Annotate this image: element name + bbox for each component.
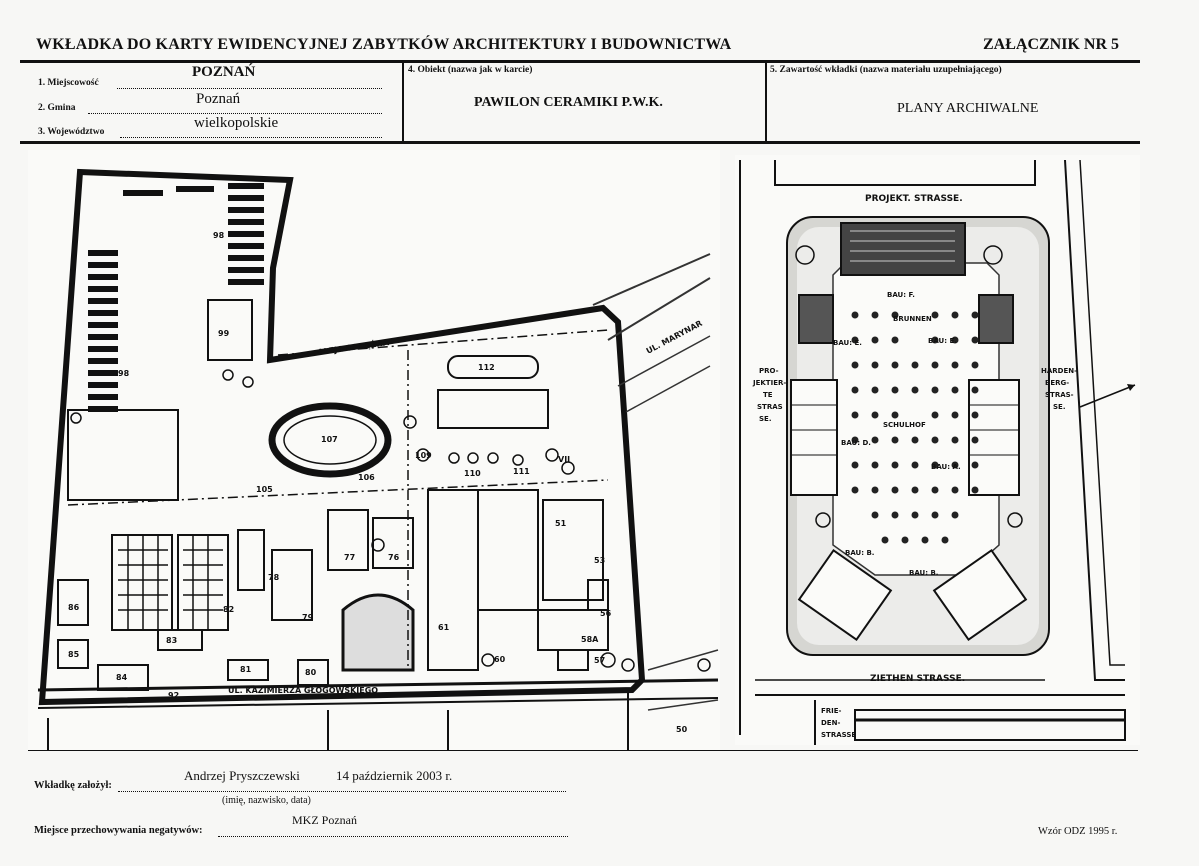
label-VII: VII <box>558 455 570 464</box>
label-kazimierza: UL. KAZIMIERZA GŁOGOWSKIEGO <box>228 686 378 695</box>
label-bau-a: BAU: A. <box>931 463 961 471</box>
miejscowosc-dots <box>117 88 382 89</box>
label-projektierte-3: TE <box>763 391 773 399</box>
miejscowosc-value: POZNAŃ <box>192 64 256 80</box>
zalozyl-name: Andrzej Pryszczewski <box>184 768 300 783</box>
label-bau-d: BAU: D. <box>841 439 871 447</box>
zawartosc-label: 5. Zawartość wkładki (nazwa materiału uz… <box>770 65 1002 75</box>
annex-number: ZAŁĄCZNIK NR 5 <box>983 36 1120 53</box>
label-51: 51 <box>555 519 567 528</box>
label-98b: 98 <box>118 369 130 378</box>
label-bau-b2: BAU: B. <box>909 569 938 577</box>
label-projektierte-5: SE. <box>759 415 771 423</box>
label-53: 53 <box>594 556 605 565</box>
label-58a: 58A <box>581 635 599 644</box>
label-frieden-3: STRASSE <box>821 731 856 739</box>
miejscowosc-label: 1. Miejscowość <box>38 78 99 88</box>
label-76: 76 <box>388 553 400 562</box>
label-112: 112 <box>478 363 495 372</box>
map-bottom-rule <box>28 750 1138 751</box>
label-78: 78 <box>268 573 280 582</box>
label-92: 92 <box>168 691 179 700</box>
left-site-plan: ALEJA OKRĘŻNA UL. KAZIMIERZA GŁOGOWSKIEG… <box>28 150 720 750</box>
label-projektierte-1: PRO- <box>759 367 779 375</box>
label-85: 85 <box>68 650 80 659</box>
label-84: 84 <box>116 673 128 682</box>
form-title: WKŁADKA DO KARTY EWIDENCYJNEJ ZABYTKÓW A… <box>36 36 732 53</box>
label-projektierte-4: STRAS <box>757 403 783 411</box>
gmina-label: 2. Gmina <box>38 103 76 113</box>
negatywy-value: MKZ Poznań <box>292 813 357 827</box>
label-110: 110 <box>464 469 481 478</box>
label-80: 80 <box>305 668 317 677</box>
label-hardenberg-3: STRAS- <box>1045 391 1074 399</box>
wojewodztwo-label: 3. Województwo <box>38 127 105 137</box>
label-106: 106 <box>358 473 375 482</box>
label-ziethen-strasse: ZIETHEN STRASSE. <box>870 674 965 684</box>
label-frieden-2: DEN- <box>821 719 840 727</box>
label-hardenberg-4: SE. <box>1053 403 1065 411</box>
label-57: 57 <box>594 656 605 665</box>
zawartosc-value: PLANY ARCHIWALNE <box>897 101 1039 116</box>
label-60: 60 <box>494 655 506 664</box>
label-79: 79 <box>302 613 314 622</box>
label-82: 82 <box>223 605 234 614</box>
zalozyl-dots <box>118 791 566 792</box>
header-bottom-rule <box>20 141 1140 144</box>
label-50: 50 <box>676 725 688 734</box>
label-hardenberg-1: HARDEN- <box>1041 367 1077 375</box>
label-81: 81 <box>240 665 252 674</box>
label-bau-f: BAU: F. <box>887 291 915 299</box>
obiekt-label: 4. Obiekt (nazwa jak w karcie) <box>408 65 533 75</box>
wojewodztwo-value: wielkopolskie <box>194 115 279 131</box>
zalozyl-label: Wkładkę założył: <box>34 780 112 791</box>
label-schulhof: SCHULHOF <box>883 421 926 429</box>
label-frieden-1: FRIE- <box>821 707 842 715</box>
right-school-plan: PROJEKT. STRASSE. ZIETHEN STRASSE. PRO- … <box>735 155 1140 745</box>
label-projektierte-2: JEKTIER- <box>752 379 786 387</box>
courtyard-trees <box>851 311 979 544</box>
label-61: 61 <box>438 623 450 632</box>
label-brunnen: BRUNNEN <box>893 315 932 323</box>
label-projekt-strasse: PROJEKT. STRASSE. <box>865 194 963 204</box>
zalozyl-date: 14 październik 2003 r. <box>336 768 453 783</box>
label-105: 105 <box>256 485 273 494</box>
label-98a: 98 <box>213 231 225 240</box>
wzor-label: Wzór ODZ 1995 r. <box>1038 826 1118 837</box>
gmina-dots <box>88 113 382 114</box>
negatywy-dots <box>218 836 568 837</box>
zalozyl-hint: (imię, nazwisko, data) <box>222 795 311 806</box>
obiekt-value: PAWILON CERAMIKI P.W.K. <box>474 95 663 110</box>
label-107: 107 <box>321 435 338 444</box>
label-hardenberg-2: BERG- <box>1045 379 1069 387</box>
negatywy-label: Miejsce przechowywania negatywów: <box>34 825 203 836</box>
label-99: 99 <box>218 329 230 338</box>
gmina-value: Poznań <box>196 91 241 107</box>
label-77: 77 <box>344 553 355 562</box>
label-111: 111 <box>513 467 530 476</box>
label-86: 86 <box>68 603 80 612</box>
label-56: 56 <box>600 609 612 618</box>
header-divider-1 <box>402 60 404 143</box>
label-bau-e2: BAU: E. <box>928 337 957 345</box>
label-83: 83 <box>166 636 177 645</box>
header-top-rule <box>20 60 1140 63</box>
label-bau-b1: BAU: B. <box>845 549 874 557</box>
header-divider-2 <box>765 60 767 143</box>
wojewodztwo-dots <box>120 137 382 138</box>
label-109: 109 <box>415 451 432 460</box>
label-bau-e1: BAU: E. <box>833 339 862 347</box>
